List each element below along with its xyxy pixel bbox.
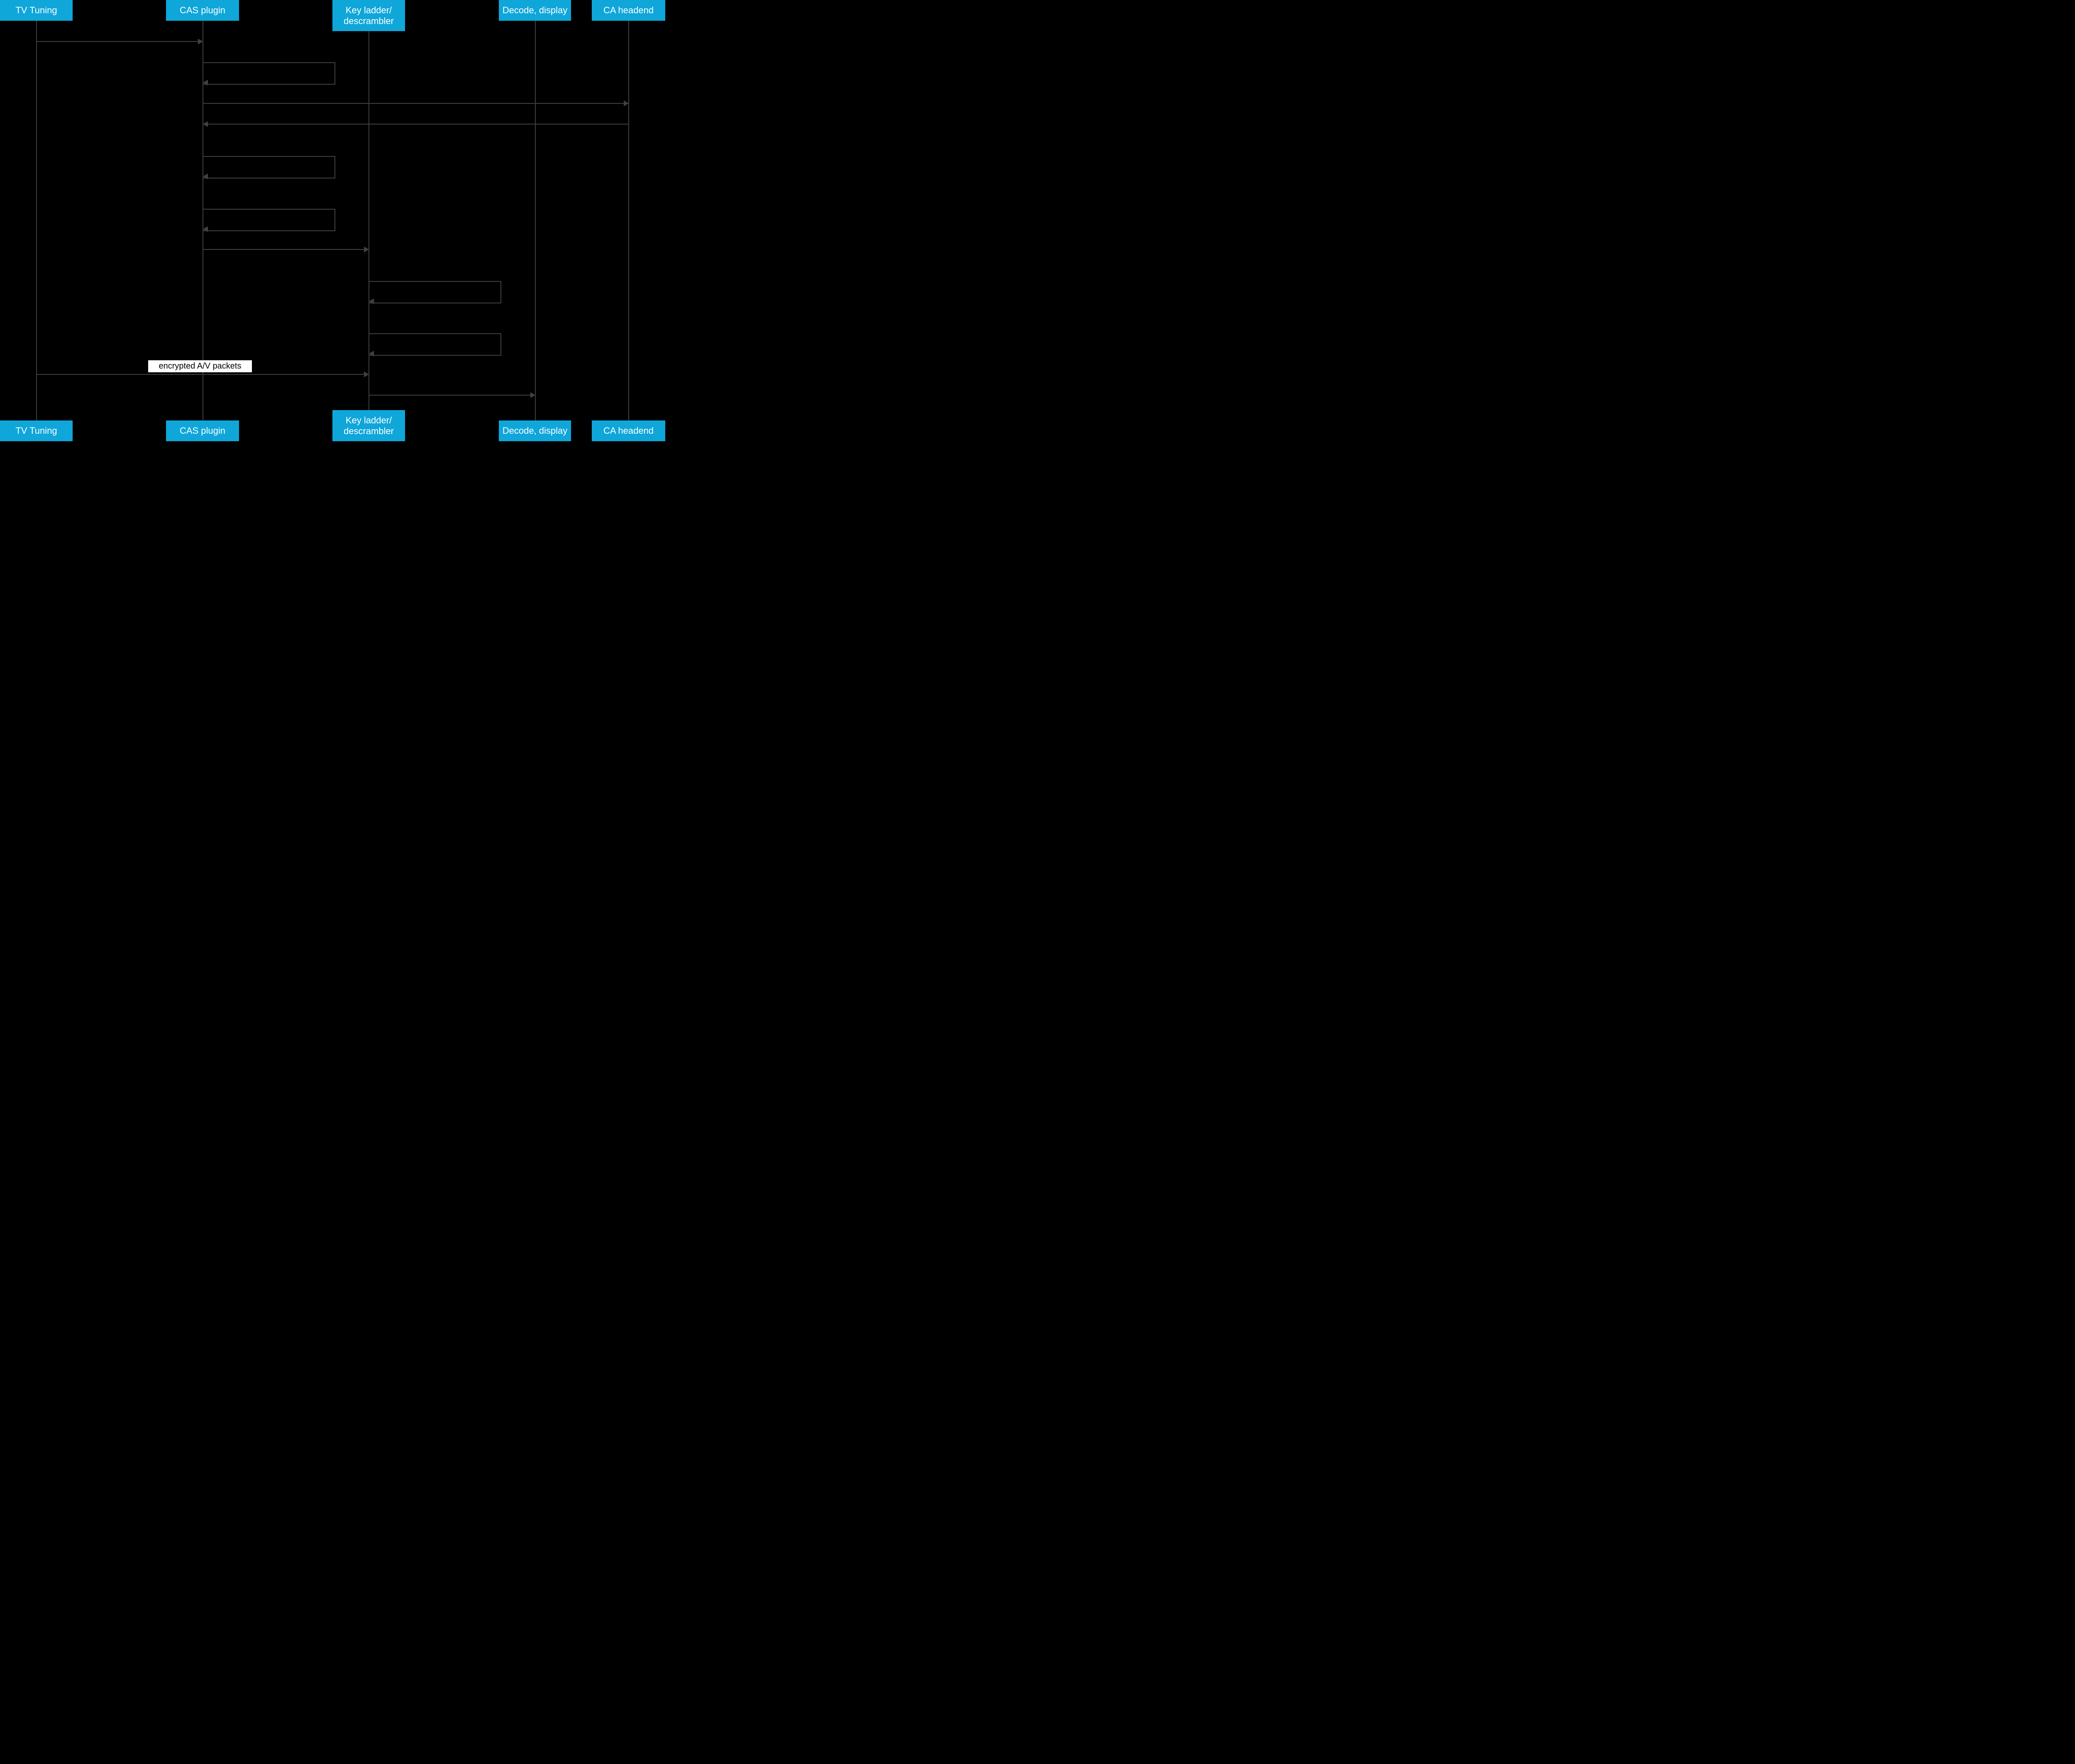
actor-top-ca-headend: CA headend: [592, 0, 665, 21]
message-label-encrypted-av-packets: encrypted A/V packets: [148, 360, 252, 372]
actor-bottom-key-ladder: Key ladder/ descrambler: [332, 410, 405, 441]
actor-top-key-ladder: Key ladder/ descrambler: [332, 0, 405, 31]
self-message-cas-3: [203, 209, 335, 231]
actor-bottom-cas-plugin: CAS plugin: [166, 420, 239, 441]
actor-top-decode-display: Decode, display: [499, 0, 571, 21]
sequence-diagram: encrypted A/V packets TV Tuning CAS plug…: [0, 0, 669, 441]
arrowhead-left-icon: [203, 173, 208, 179]
actor-top-cas-plugin: CAS plugin: [166, 0, 239, 21]
arrowhead-right-icon: [624, 100, 629, 106]
self-message-keyladder-2: [369, 333, 501, 356]
message-arrow-tv-to-keyladder: [36, 374, 369, 375]
arrowhead-left-icon: [203, 226, 208, 232]
message-arrow-cas-to-headend: [203, 103, 628, 104]
arrowhead-right-icon: [530, 392, 535, 398]
self-message-cas-1: [203, 62, 335, 85]
arrowhead-right-icon: [364, 247, 369, 252]
message-arrow-tv-to-cas: [36, 41, 203, 42]
lifeline-ca-headend: [628, 0, 629, 441]
lifeline-tv-tuning: [36, 0, 37, 441]
actor-bottom-decode-display: Decode, display: [499, 420, 571, 441]
message-arrow-cas-to-keyladder: [203, 249, 369, 250]
arrowhead-right-icon: [364, 371, 369, 377]
actor-bottom-ca-headend: CA headend: [592, 420, 665, 441]
message-arrow-headend-to-cas: [203, 124, 628, 125]
actor-bottom-tv-tuning: TV Tuning: [0, 420, 73, 441]
arrowhead-left-icon: [203, 80, 208, 86]
self-message-cas-2: [203, 156, 335, 178]
lifeline-decode-display: [535, 0, 536, 441]
arrowhead-left-icon: [369, 351, 374, 357]
arrowhead-right-icon: [198, 39, 203, 44]
message-arrow-keyladder-to-decode: [369, 395, 535, 396]
self-message-keyladder-1: [369, 281, 501, 303]
actor-top-tv-tuning: TV Tuning: [0, 0, 73, 21]
arrowhead-left-icon: [203, 121, 208, 127]
arrowhead-left-icon: [369, 298, 374, 304]
